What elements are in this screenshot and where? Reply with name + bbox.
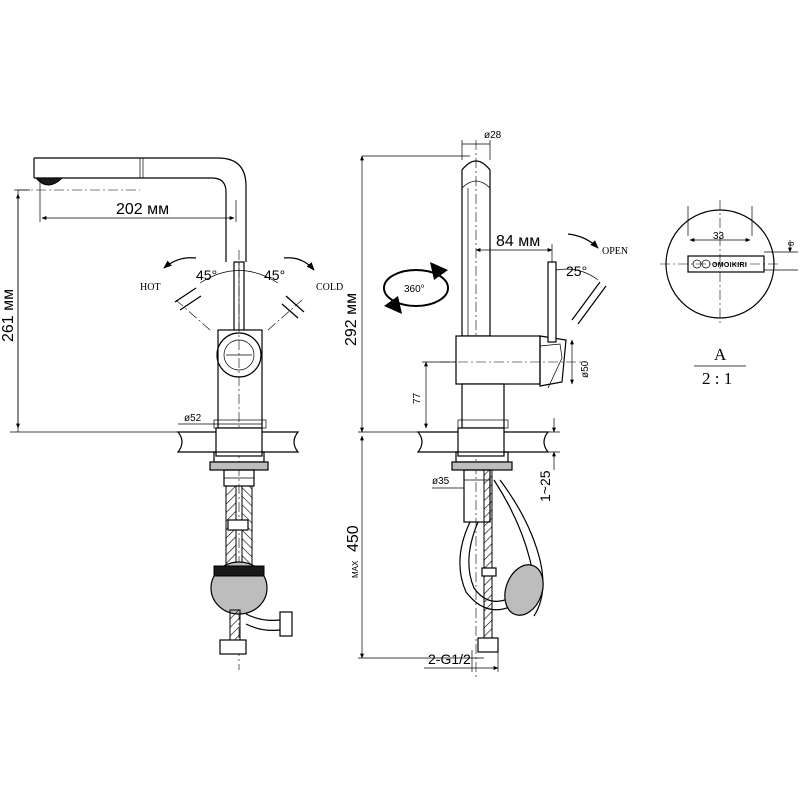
front-hoses xyxy=(210,485,293,655)
connection-label: 2-G1/2 xyxy=(428,651,471,667)
spout-diameter-label: ø28 xyxy=(484,130,502,141)
rotation-symbol xyxy=(383,262,449,314)
open-label: OPEN xyxy=(602,246,628,257)
side-height-label: 292 мм xyxy=(343,293,360,346)
base-diameter-label: ø52 xyxy=(184,413,202,424)
detail-height-label: 6 xyxy=(787,241,796,246)
detail-scale-label: 2 : 1 xyxy=(702,369,732,388)
side-view: ø28 84 мм OPEN 25° 360° 292 мм ø50 77 ø3… xyxy=(343,130,628,680)
handle-offset-label: 84 мм xyxy=(496,233,540,250)
side-countertop xyxy=(416,427,550,523)
cold-angle-label: 45° xyxy=(264,267,285,283)
front-view: 202 мм 261 мм HOT COLD 45° 45° ø52 xyxy=(0,157,343,670)
hot-label: HOT xyxy=(140,282,161,293)
open-arrow xyxy=(567,233,599,249)
shank-diameter-label: ø35 xyxy=(432,476,450,487)
hot-cold-arrows xyxy=(163,257,315,271)
open-angle-label: 25° xyxy=(566,263,587,279)
spout-reach-label: 202 мм xyxy=(116,201,169,218)
side-dimensions xyxy=(358,140,574,672)
hose-length-prefix: MAX xyxy=(351,560,360,578)
detail-width-label: 33 xyxy=(713,231,725,242)
cold-label: COLD xyxy=(316,282,343,293)
countertop-thickness-label: 1~25 xyxy=(537,470,553,502)
side-body xyxy=(440,335,586,429)
hot-angle-label: 45° xyxy=(196,267,217,283)
body-height-label: 77 xyxy=(412,392,423,404)
brand-label: OMOIKIRI xyxy=(712,262,747,269)
hose-length-label: 450 xyxy=(345,525,362,552)
side-hoses xyxy=(459,469,544,653)
front-countertop xyxy=(176,427,300,487)
front-spout xyxy=(18,157,247,262)
front-dimensions xyxy=(10,180,262,433)
front-height-label: 261 мм xyxy=(0,289,17,342)
detail-label: A xyxy=(714,345,727,364)
body-diameter-label: ø50 xyxy=(580,360,591,378)
detail-a: 33 6 OMOIKIRI A 2 : 1 xyxy=(660,200,798,388)
rotation-label: 360° xyxy=(404,284,425,295)
